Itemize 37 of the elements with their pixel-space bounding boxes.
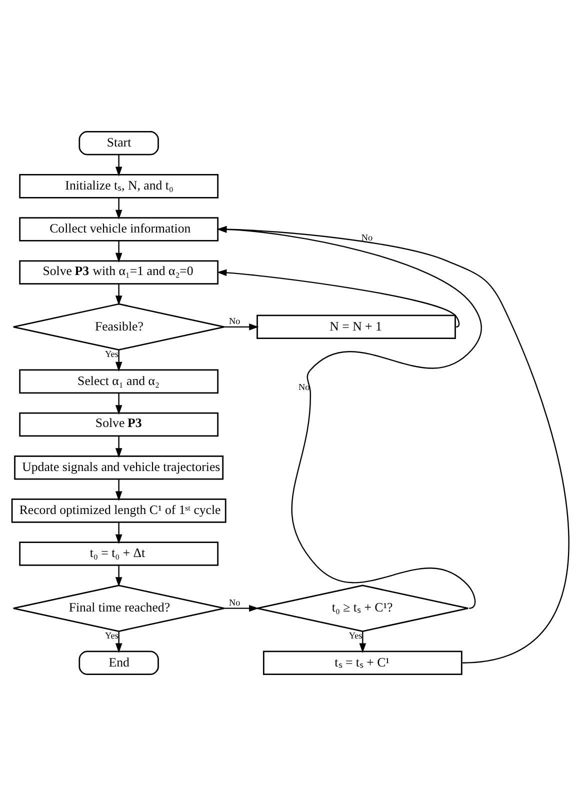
arrow (224, 323, 259, 330)
node-box: N = N + 1 (256, 314, 456, 339)
node-box: Select α₁ and α₂ (19, 368, 218, 394)
arrow (115, 478, 122, 500)
node-box: Start (78, 130, 159, 155)
arrow (359, 630, 366, 652)
node-box: Collect vehicle information (19, 216, 218, 241)
arrow (216, 268, 460, 327)
edge-label: Yes (105, 630, 118, 640)
node-box: Record optimized length C¹ of 1ˢᵗ cycle (11, 498, 226, 522)
node-diamond: Final time reached? (12, 584, 225, 632)
node-box: tₛ = tₛ + C¹ (262, 650, 462, 675)
edge-label: No (228, 597, 240, 608)
arrow (115, 283, 122, 305)
arrow (115, 436, 122, 458)
arrow (115, 154, 122, 176)
edge-label: No (229, 316, 240, 326)
node-box: t₀ = t₀ + Δt (19, 541, 218, 566)
arrow (115, 564, 122, 586)
arrow (224, 604, 259, 612)
arrow (115, 392, 122, 414)
node-box: Solve P3 (19, 412, 218, 436)
arrow (115, 630, 122, 652)
node-diamond: Feasible? (12, 302, 225, 350)
node-diamond: t₀ ≥ tₛ + C¹? (256, 584, 469, 632)
edge-label: Yes (105, 348, 118, 359)
edge-label: No (361, 232, 373, 242)
arrow (115, 240, 122, 262)
arrow (115, 349, 122, 372)
edge-label: Yes (348, 630, 362, 640)
node-box: Initialize tₛ, N, and t₀ (19, 174, 218, 198)
node-box: End (78, 650, 159, 675)
node-box: Update signals and vehicle trajectories (14, 454, 224, 480)
edge-label: No (298, 382, 310, 392)
arrow (115, 522, 122, 544)
arrow (115, 197, 122, 220)
node-box: Solve P3 with α₁=1 and α₂=0 (19, 260, 218, 284)
